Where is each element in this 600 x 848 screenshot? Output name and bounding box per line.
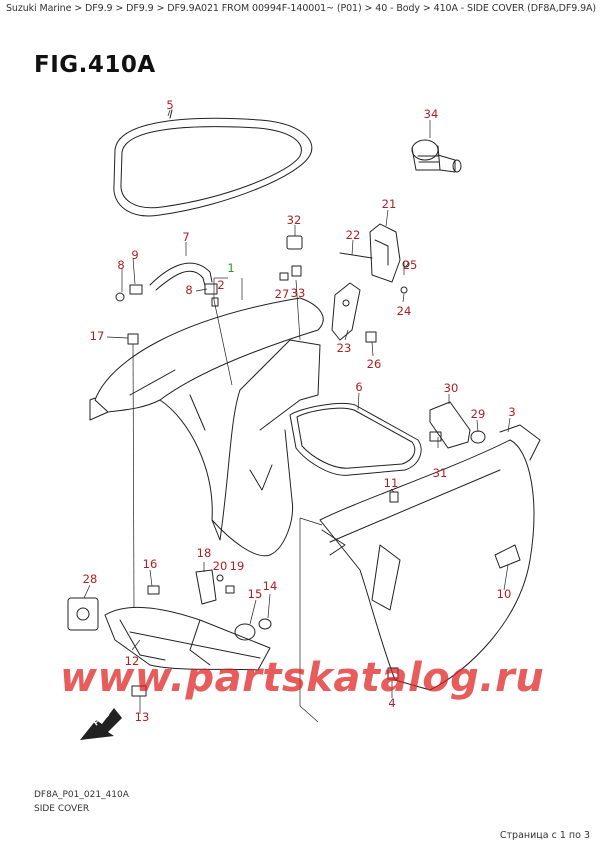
- callout-4[interactable]: 4: [388, 696, 396, 710]
- callout-22[interactable]: 22: [345, 228, 361, 242]
- watermark: www.partskatalog.ru: [60, 655, 545, 701]
- callout-24[interactable]: 24: [396, 304, 412, 318]
- part-17-bolt: [127, 333, 139, 345]
- callout-20[interactable]: 20: [212, 559, 228, 573]
- part-14-15-collar: [234, 618, 272, 641]
- callout-23[interactable]: 23: [336, 341, 352, 355]
- callout-9[interactable]: 9: [131, 248, 139, 262]
- part-12-lower-tray: [104, 606, 271, 671]
- callout-6[interactable]: 6: [355, 380, 363, 394]
- part-32-33-27-grommets: [279, 235, 303, 281]
- callout-33[interactable]: 33: [290, 286, 306, 300]
- callout-14[interactable]: 14: [262, 579, 278, 593]
- callout-10[interactable]: 10: [496, 587, 512, 601]
- callout-16[interactable]: 16: [142, 557, 158, 571]
- part-34-plug: [411, 139, 462, 173]
- callout-17[interactable]: 17: [89, 329, 105, 343]
- callout-25[interactable]: 25: [402, 258, 418, 272]
- part-4-bolt: [387, 667, 399, 680]
- fwd-arrow-icon: FWD: [80, 708, 122, 740]
- callout-32[interactable]: 32: [286, 213, 302, 227]
- figure-title: FIG.410A: [34, 52, 156, 78]
- callout-11[interactable]: 11: [383, 476, 399, 490]
- callout-19[interactable]: 19: [229, 559, 245, 573]
- callout-34[interactable]: 34: [423, 107, 439, 121]
- part-23-link: [331, 282, 361, 341]
- callout-28[interactable]: 28: [82, 572, 98, 586]
- callout-27[interactable]: 27: [274, 287, 290, 301]
- part-3-side-cover-right: [319, 424, 541, 691]
- part-21-bracket: [339, 223, 410, 294]
- callout-7[interactable]: 7: [182, 230, 190, 244]
- breadcrumb[interactable]: Suzuki Marine > DF9.9 > DF9.9 > DF9.9A02…: [6, 3, 597, 14]
- callout-31[interactable]: 31: [432, 466, 448, 480]
- callout-3[interactable]: 3: [508, 405, 516, 419]
- part-5-seal-loop: [113, 109, 313, 217]
- callout-30[interactable]: 30: [443, 381, 459, 395]
- figure-caption: SIDE COVER: [34, 804, 90, 814]
- part-1-side-cover-left: [89, 297, 324, 557]
- part-7-hose: [149, 262, 213, 291]
- callout-1[interactable]: 1: [227, 261, 235, 275]
- part-13-bolt: [131, 685, 147, 697]
- figure-code: DF8A_P01_021_410A: [34, 790, 129, 800]
- callout-21[interactable]: 21: [381, 197, 397, 211]
- part-18-16-clip: [147, 569, 235, 605]
- page-indicator: Страница с 1 по 3: [499, 830, 590, 841]
- callout-26[interactable]: 26: [366, 357, 382, 371]
- callout-5[interactable]: 5: [166, 98, 174, 112]
- callout-29[interactable]: 29: [470, 407, 486, 421]
- part-6-gasket: [289, 402, 422, 476]
- callout-13[interactable]: 13: [134, 710, 150, 724]
- part-8-9-clip: [115, 283, 219, 307]
- callout-15[interactable]: 15: [247, 587, 263, 601]
- callout-12[interactable]: 12: [124, 654, 140, 668]
- part-10-grip: [494, 544, 521, 569]
- callout-18[interactable]: 18: [196, 546, 212, 560]
- callout-8-left[interactable]: 8: [117, 258, 125, 272]
- callout-2[interactable]: 2: [217, 278, 225, 292]
- part-28-bracket: [67, 597, 99, 631]
- part-11-bolt: [389, 491, 399, 503]
- part-26-bolt: [365, 331, 377, 343]
- callout-8-right[interactable]: 8: [185, 283, 193, 297]
